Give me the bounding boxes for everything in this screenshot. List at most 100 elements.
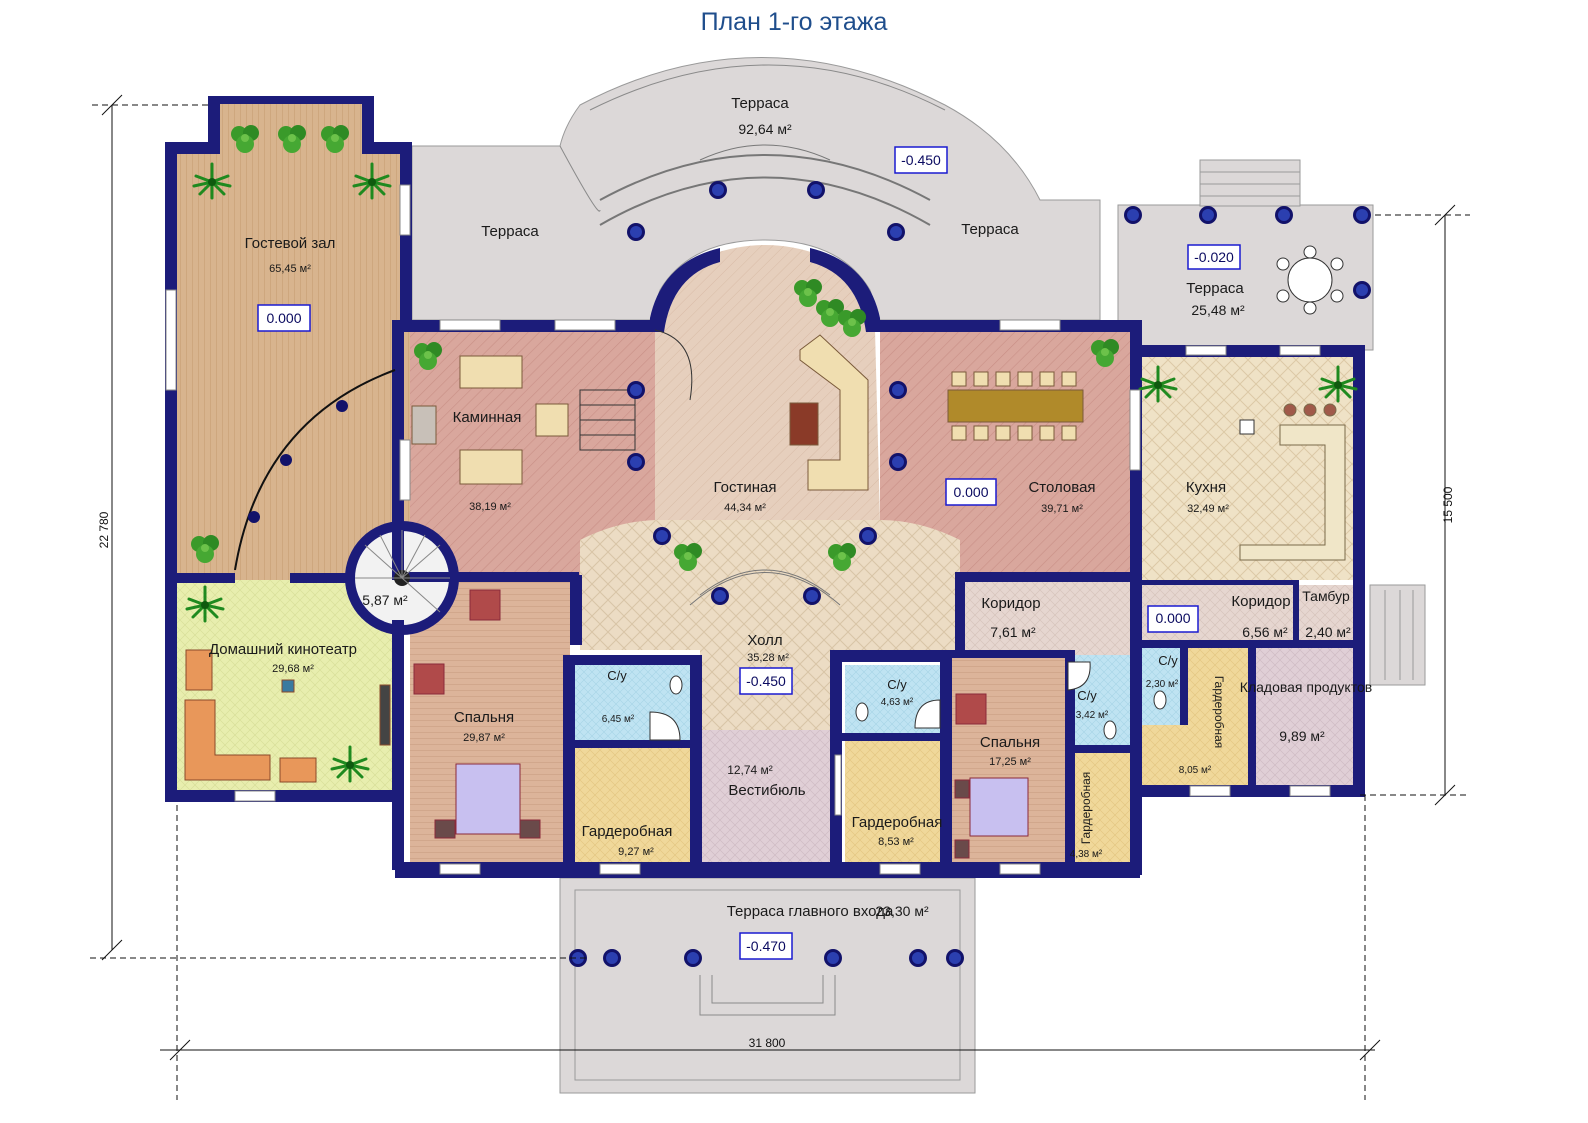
wc-4-area: 2,30 м² <box>1146 679 1179 690</box>
bedroom-1-area: 29,87 м² <box>463 732 505 744</box>
interior-stair <box>579 329 693 451</box>
level-hall: -0.450 <box>746 673 786 689</box>
fireplace-area: 38,19 м² <box>469 501 511 513</box>
terrace-top <box>411 57 1101 321</box>
tambour-area: 2,40 м² <box>1305 624 1351 640</box>
plan-title: План 1-го этажа <box>700 8 888 36</box>
wardrobe-1-area: 9,27 м² <box>618 846 654 858</box>
guest-hall-area: 65,45 м² <box>269 263 311 275</box>
wc-3-name: С/у <box>1077 688 1097 703</box>
column-icon <box>627 223 645 241</box>
pantry-area: 9,89 м² <box>1279 728 1325 744</box>
column-icon <box>859 527 877 545</box>
guest-hall-arc <box>234 369 396 571</box>
room-labels: Гостевой зал 65,45 м² 0.000 Терраса 92,6… <box>209 95 1372 954</box>
pantry-floor <box>1255 645 1355 785</box>
wardrobe-3-floor <box>1070 750 1130 865</box>
terrace-east-name: Терраса <box>1186 280 1244 297</box>
wc-4-floor <box>1140 645 1185 725</box>
column-icon <box>824 949 842 967</box>
column-icon <box>909 949 927 967</box>
wc-2-area: 4,63 м² <box>881 697 914 708</box>
corridor-2-area: 6,56 м² <box>1242 624 1288 640</box>
toilet-icon <box>649 661 1167 741</box>
wardrobe-3-name: Гардеробная <box>1079 772 1093 845</box>
dining-area: 39,71 м² <box>1041 503 1083 515</box>
wc-4-name: С/у <box>1158 653 1178 668</box>
wc-2-name: С/у <box>887 677 907 692</box>
living-area: 44,34 м² <box>724 502 766 514</box>
cinema-name: Домашний кинотеатр <box>209 641 357 658</box>
wc-3-area: 3,42 м² <box>1076 710 1109 721</box>
living-name: Гостиная <box>714 479 777 496</box>
column-icon <box>603 949 621 967</box>
vestibule-floor <box>700 730 835 865</box>
column-icon <box>627 381 645 399</box>
level-entrance: -0.470 <box>746 938 786 954</box>
dining-table-icon <box>947 371 1084 441</box>
level-terrace-east: -0.020 <box>1194 249 1234 265</box>
dim-total-depth: 22 780 <box>97 511 111 548</box>
stair-area: 5,87 м² <box>362 592 408 608</box>
sofa-icon <box>789 334 869 491</box>
hall-name: Холл <box>747 632 782 649</box>
kitchen-furniture <box>1239 403 1346 561</box>
bedroom-2-area: 17,25 м² <box>989 756 1031 768</box>
guest-hall-floor <box>175 150 410 580</box>
corridor-2-name: Коридор <box>1231 593 1290 610</box>
dim-total-width: 31 800 <box>749 1036 786 1050</box>
corridor-1-name: Коридор <box>981 595 1040 612</box>
vestibule-area: 12,74 м² <box>727 763 773 777</box>
dim-right-depth: 15 500 <box>1441 486 1455 523</box>
dimension-labels: 31 800 22 780 15 500 <box>97 486 1455 1050</box>
spiral-stair-icon <box>345 521 459 635</box>
terrace-east-area: 25,48 м² <box>1191 302 1245 318</box>
dimension-lines <box>90 94 1470 1100</box>
wardrobe-1-name: Гардеробная <box>582 823 673 840</box>
wardrobe-4-floor <box>1140 725 1250 785</box>
corridor-1-area: 7,61 м² <box>990 624 1036 640</box>
wardrobe-2-area: 8,53 м² <box>878 836 914 848</box>
terrace-left-name: Терраса <box>481 223 539 240</box>
wardrobe-2-floor <box>845 735 945 865</box>
level-guest-hall: 0.000 <box>266 310 301 326</box>
column-icon <box>889 453 907 471</box>
kitchen-floor <box>1140 355 1355 580</box>
bedroom-2-name: Спальня <box>980 734 1040 751</box>
column-icon <box>946 949 964 967</box>
terrace-right-name: Терраса <box>961 221 1019 238</box>
column-icon <box>684 949 702 967</box>
column-icon <box>1353 281 1371 299</box>
tambour-floor <box>1297 585 1355 645</box>
tambour-name: Тамбур <box>1302 588 1350 604</box>
column-icon <box>889 381 907 399</box>
column-icon <box>711 587 729 605</box>
column-icon <box>653 527 671 545</box>
column-icon <box>1353 206 1371 224</box>
hall-floor <box>580 520 960 730</box>
guest-hall-name: Гостевой зал <box>245 235 336 252</box>
dining-name: Столовая <box>1028 479 1095 496</box>
wardrobe-2-name: Гардеробная <box>852 814 943 831</box>
kitchen-area: 32,49 м² <box>1187 503 1229 515</box>
terrace-east <box>1117 159 1374 351</box>
bed-icon <box>954 693 1029 859</box>
terrace-table-icon <box>1276 245 1344 315</box>
column-icon <box>1275 206 1293 224</box>
pantry-name: Кладовая продуктов <box>1240 679 1372 695</box>
level-corridor-2: 0.000 <box>1155 610 1190 626</box>
column-icon <box>709 181 727 199</box>
column-icon <box>1124 206 1142 224</box>
hall-steps <box>599 144 931 606</box>
column-icon <box>807 181 825 199</box>
wardrobe-4-name: Гардеробная <box>1212 676 1226 749</box>
columns <box>248 181 1371 967</box>
wc-1-area: 6,45 м² <box>602 714 635 725</box>
level-terrace-top: -0.450 <box>901 152 941 168</box>
terrace-entrance <box>559 877 976 1094</box>
wardrobe-4-area: 8,05 м² <box>1179 765 1212 776</box>
wc-1-name: С/у <box>607 668 627 683</box>
cinema-area: 29,68 м² <box>272 663 314 675</box>
column-icon <box>627 453 645 471</box>
